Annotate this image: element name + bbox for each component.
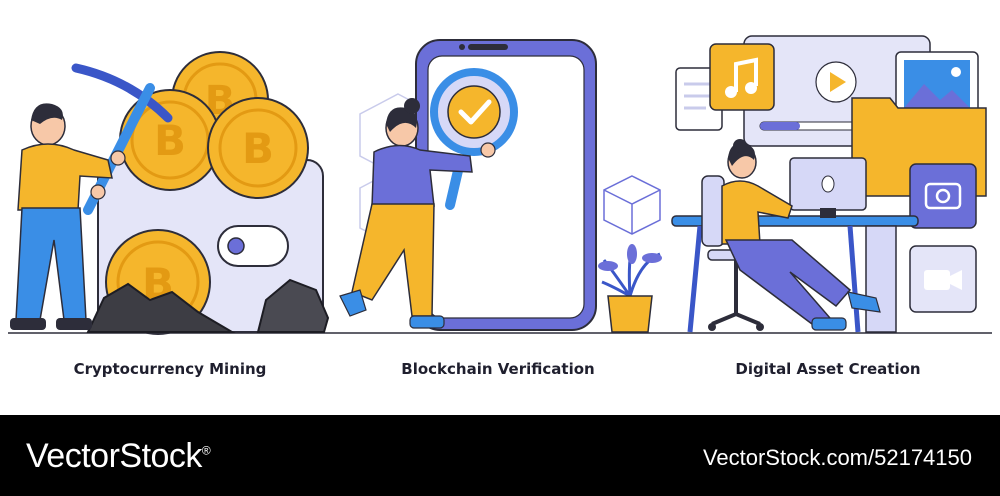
illustration: B B B B	[8, 35, 992, 335]
video-camera-icon	[909, 245, 977, 313]
verifier-person	[339, 98, 496, 329]
caption-cryptocurrency-mining: Cryptocurrency Mining	[73, 360, 267, 378]
mining-scene: B B B B	[10, 51, 330, 335]
magnifier-check-icon	[430, 68, 518, 210]
music-note-icon	[709, 43, 775, 111]
cube-icon	[603, 175, 661, 235]
monitor-icon	[789, 157, 867, 218]
svg-text:B: B	[154, 116, 186, 165]
bitcoin-icon: B	[207, 97, 309, 199]
watermark-footer: VectorStock® VectorStock.com/52174150	[0, 415, 1000, 496]
brand-name: VectorStock	[26, 437, 202, 475]
brand-logo: VectorStock®	[26, 437, 211, 476]
registered-mark: ®	[201, 443, 211, 458]
rock-icon	[256, 278, 330, 333]
plant-icon	[598, 244, 662, 333]
svg-text:B: B	[242, 124, 274, 173]
image-reference: VectorStock.com/52174150	[702, 445, 972, 470]
caption-digital-asset-creation: Digital Asset Creation	[735, 360, 921, 378]
image-icon	[895, 51, 979, 117]
bitcoin-icon: B	[119, 89, 221, 191]
camera-icon	[909, 163, 977, 229]
rock-icon	[86, 282, 236, 333]
miner-person	[10, 103, 126, 330]
creation-scene	[671, 35, 987, 333]
verification-scene	[339, 39, 662, 333]
caption-blockchain-verification: Blockchain Verification	[401, 360, 595, 378]
designer-person	[721, 139, 881, 331]
